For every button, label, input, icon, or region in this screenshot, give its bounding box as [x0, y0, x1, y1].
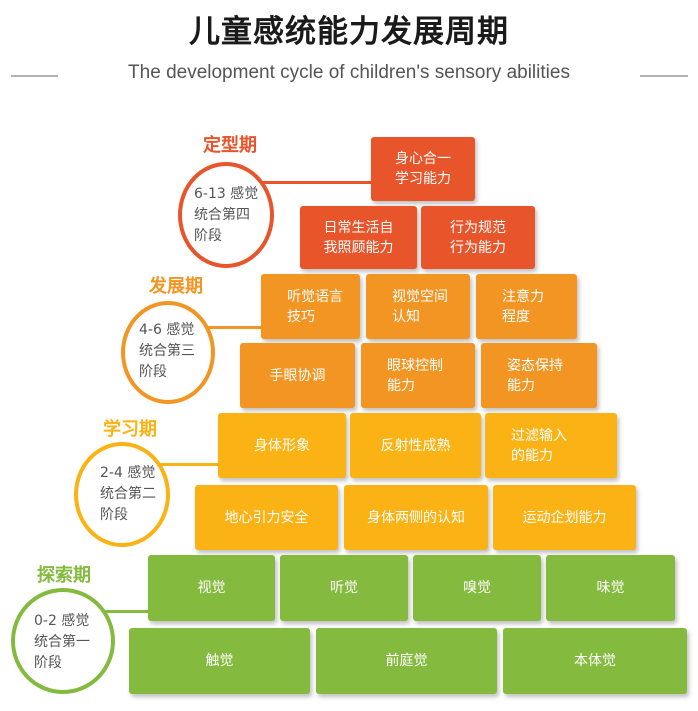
stage-title-s3: 学习期	[103, 419, 157, 440]
box-line: 能力	[507, 377, 535, 394]
stage-desc-line: 0-2 感觉	[34, 613, 90, 629]
ability-box: 身心合一学习能力	[371, 137, 475, 201]
ability-box: 前庭觉	[316, 628, 497, 694]
box-line: 本体觉	[574, 653, 616, 669]
ability-box: 手眼协调	[240, 343, 355, 408]
stage-connector-s2	[195, 326, 265, 329]
box-line: 姿态保持	[507, 357, 563, 374]
box-line: 过滤输入	[511, 427, 567, 444]
ability-box: 过滤输入的能力	[485, 413, 617, 478]
stage-desc-line: 4-6 感觉	[139, 322, 195, 338]
stage-connector-s3	[150, 463, 222, 466]
stage-desc-line: 统合第二	[100, 486, 156, 502]
ability-box: 身体两侧的认知	[344, 485, 488, 550]
ability-box: 本体觉	[503, 628, 687, 694]
stage-desc-s1: 6-13 感觉 统合第四 阶段	[194, 184, 258, 247]
ability-box: 听觉	[280, 555, 408, 621]
box-line: 前庭觉	[385, 653, 428, 669]
stage-desc-line: 统合第一	[34, 634, 90, 650]
subtitle-divider-left	[11, 75, 58, 77]
box-line: 听觉语言	[287, 288, 343, 305]
box-line: 能力	[387, 377, 415, 394]
ability-box: 地心引力安全	[195, 485, 338, 550]
box-line: 视觉空间	[392, 288, 448, 305]
stage-desc-line: 统合第四	[194, 207, 250, 223]
ability-box: 听觉语言技巧	[261, 274, 360, 339]
stage-desc-line: 阶段	[100, 507, 128, 523]
stage-circle-s2	[121, 301, 215, 404]
ability-box: 身体形象	[218, 413, 346, 478]
box-line: 身体两侧的认知	[367, 509, 465, 526]
stage-title-s2: 发展期	[149, 276, 203, 297]
ability-box: 视觉	[148, 555, 275, 621]
box-line: 技巧	[287, 308, 315, 325]
box-line: 身心合一	[395, 151, 451, 167]
box-line: 反射性成熟	[380, 437, 451, 454]
stage-desc-line: 统合第三	[139, 343, 195, 359]
ability-box: 姿态保持能力	[481, 343, 597, 408]
ability-box: 嗅觉	[413, 555, 541, 621]
stage-circle-s1	[178, 162, 274, 268]
box-line: 眼球控制	[387, 357, 443, 374]
subtitle-divider-right	[640, 75, 688, 77]
box-line: 行为规范	[450, 219, 506, 236]
box-line: 身体形象	[254, 437, 310, 454]
stage-circle-s4	[11, 588, 115, 694]
stage-desc-line: 阶段	[194, 228, 222, 244]
box-line: 程度	[502, 308, 530, 325]
stage-desc-line: 阶段	[34, 655, 62, 671]
stage-desc-line: 阶段	[139, 364, 167, 380]
box-line: 运动企划能力	[522, 509, 607, 526]
box-line: 注意力	[502, 288, 544, 305]
stage-title-s4: 探索期	[37, 565, 91, 586]
stage-circle-s3	[74, 442, 170, 547]
ability-box: 日常生活自我照顾能力	[300, 206, 417, 269]
box-line: 手眼协调	[269, 367, 326, 384]
ability-box: 注意力程度	[476, 274, 577, 339]
stage-desc-line: 6-13 感觉	[194, 186, 259, 202]
ability-box: 行为规范行为能力	[421, 206, 535, 269]
box-line: 认知	[392, 308, 420, 325]
ability-box: 视觉空间认知	[366, 274, 470, 339]
stage-title-s1: 定型期	[203, 135, 257, 156]
box-line: 触觉	[205, 653, 234, 669]
stage-desc-s3: 2-4 感觉 统合第二 阶段	[100, 463, 156, 526]
box-line: 日常生活自	[323, 219, 394, 236]
box-line: 学习能力	[395, 171, 451, 187]
ability-box: 触觉	[129, 628, 310, 694]
box-line: 的能力	[511, 447, 553, 464]
ability-box: 反射性成熟	[350, 413, 481, 478]
stage-desc-s4: 0-2 感觉 统合第一 阶段	[34, 611, 90, 674]
stage-connector-s4	[105, 610, 151, 613]
ability-box: 味觉	[546, 555, 675, 621]
ability-box: 运动企划能力	[493, 485, 636, 550]
page-subtitle: The development cycle of children's sens…	[128, 62, 570, 83]
box-line: 我照顾能力	[323, 239, 394, 256]
box-line: 味觉	[596, 580, 625, 596]
stage-desc-s2: 4-6 感觉 统合第三 阶段	[139, 320, 195, 383]
ability-box: 眼球控制能力	[361, 343, 475, 408]
box-line: 地心引力安全	[224, 509, 309, 526]
box-line: 听觉	[330, 580, 358, 596]
page-title: 儿童感统能力发展周期	[189, 14, 509, 50]
stage-desc-line: 2-4 感觉	[100, 465, 156, 481]
stage-connector-s1	[262, 181, 374, 184]
box-line: 嗅觉	[463, 580, 491, 596]
subtitle-row: The development cycle of children's sens…	[0, 62, 698, 90]
box-line: 行为能力	[450, 239, 506, 256]
box-line: 视觉	[197, 580, 226, 596]
